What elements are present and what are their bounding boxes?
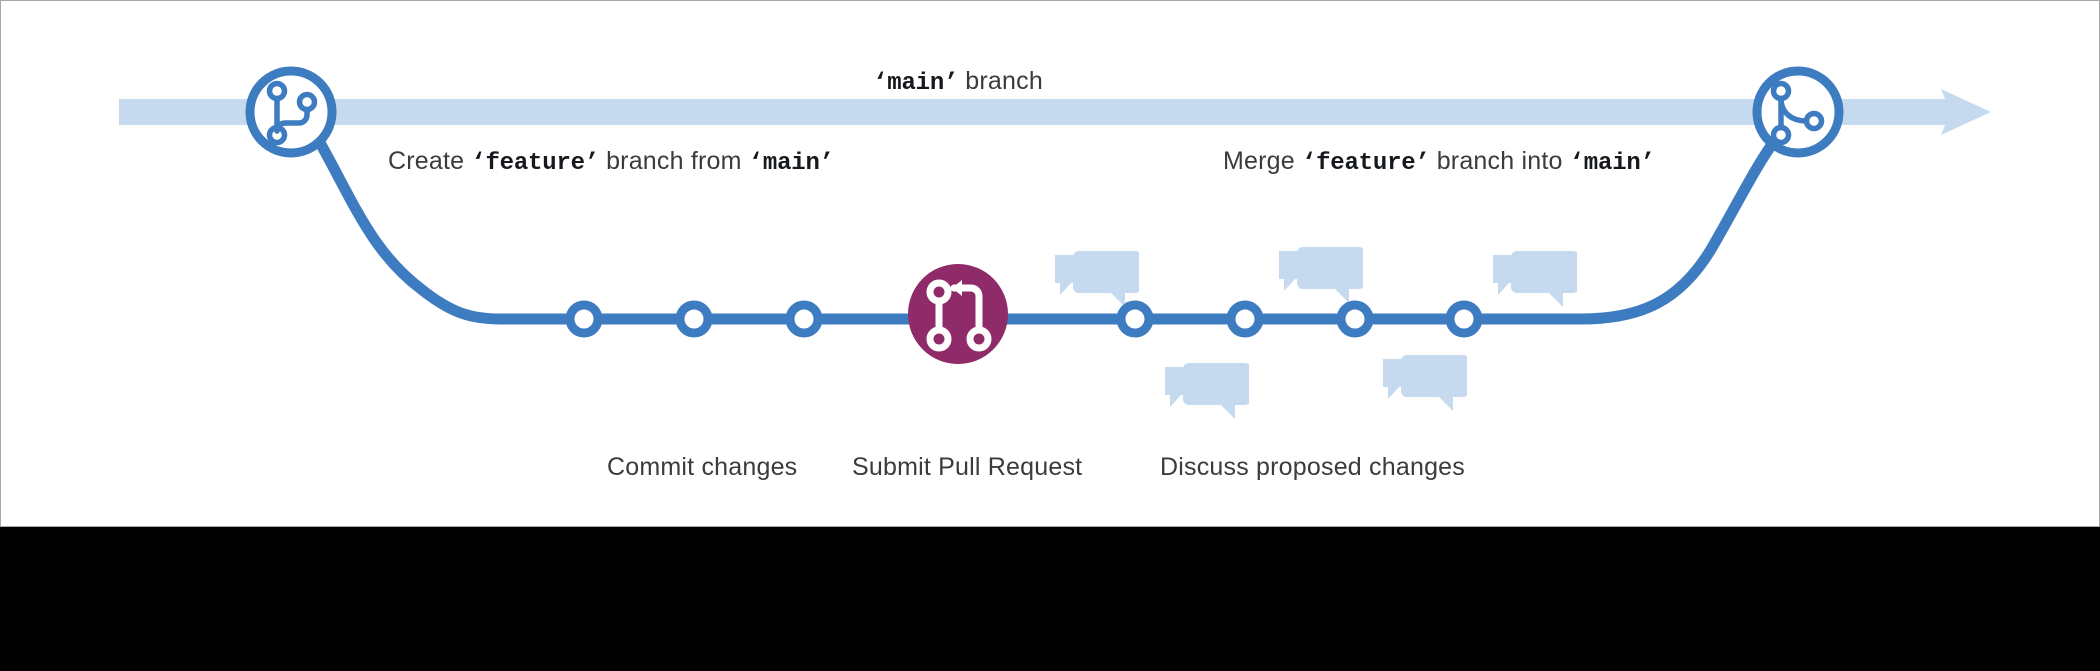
git-merge-icon bbox=[1770, 80, 1825, 146]
main-branch-line bbox=[119, 89, 1991, 135]
submit-pull-request-label: Submit Pull Request bbox=[852, 453, 1083, 481]
commit-dots-right bbox=[1116, 300, 1483, 338]
discuss-changes-label: Discuss proposed changes bbox=[1160, 453, 1465, 481]
pull-request-node[interactable] bbox=[908, 264, 1008, 364]
feature-branch-line bbox=[313, 133, 1782, 325]
main-branch-text: branch bbox=[965, 67, 1043, 95]
create-feature-label: Create‘feature’branch from‘main’ bbox=[388, 149, 834, 176]
comment-bubble-icon bbox=[1055, 251, 1139, 307]
merge-feature-middle: branch into bbox=[1436, 147, 1563, 175]
commit-changes-label: Commit changes bbox=[607, 453, 798, 481]
commit-dot[interactable] bbox=[675, 300, 713, 338]
commit-dots-left bbox=[565, 300, 823, 338]
merge-end-node[interactable] bbox=[1752, 66, 1844, 158]
commit-dot[interactable] bbox=[785, 300, 823, 338]
commit-dot[interactable] bbox=[1445, 300, 1483, 338]
commit-dot[interactable] bbox=[1116, 300, 1154, 338]
comment-bubble-icon bbox=[1493, 251, 1577, 307]
footer-area bbox=[0, 527, 2100, 671]
main-branch-code: ‘main’ bbox=[873, 70, 959, 97]
comment-bubble-icon bbox=[1165, 363, 1249, 419]
arrow-right-icon bbox=[1941, 89, 1991, 135]
branch-start-node[interactable] bbox=[245, 66, 337, 158]
merge-feature-code-main: ‘main’ bbox=[1569, 150, 1655, 177]
merge-feature-label: Merge‘feature’branch into‘main’ bbox=[1223, 149, 1655, 176]
create-feature-middle: branch from bbox=[606, 147, 742, 175]
create-feature-code-feature: ‘feature’ bbox=[471, 150, 600, 177]
commit-dot[interactable] bbox=[565, 300, 603, 338]
create-feature-code-main: ‘main’ bbox=[748, 150, 834, 177]
create-feature-prefix: Create bbox=[388, 147, 465, 175]
merge-feature-code-feature: ‘feature’ bbox=[1301, 150, 1430, 177]
git-pull-request-icon bbox=[926, 279, 992, 352]
flow-graphic bbox=[119, 66, 1991, 419]
main-branch-label: ‘main’branch bbox=[873, 69, 1043, 96]
diagram-canvas: ‘main’branch Create‘feature’branch from‘… bbox=[0, 0, 2100, 527]
commit-dot[interactable] bbox=[1336, 300, 1374, 338]
comment-bubble-icon bbox=[1279, 247, 1363, 303]
commit-dot[interactable] bbox=[1226, 300, 1264, 338]
git-branch-icon bbox=[266, 80, 318, 146]
comment-bubble-icon bbox=[1383, 355, 1467, 411]
merge-feature-prefix: Merge bbox=[1223, 147, 1295, 175]
